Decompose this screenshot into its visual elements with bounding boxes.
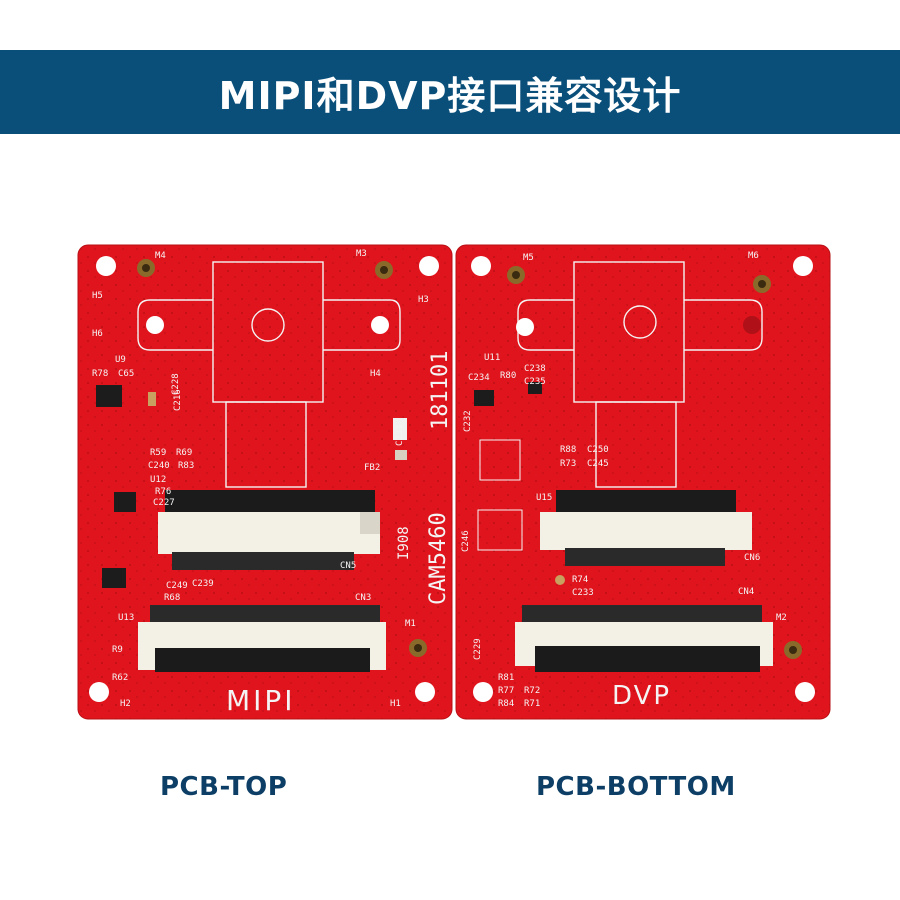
- mounting-holes-bottom: [471, 256, 815, 702]
- silk-label-c240: C240: [148, 461, 170, 471]
- silk-label-h2: H2: [120, 699, 131, 709]
- banner-title: MIPI和DVP接口兼容设计: [218, 73, 682, 118]
- silk-label-h1: H1: [390, 699, 401, 709]
- pcb-top-board: [77, 244, 453, 720]
- camera-footprint-bottom: [517, 261, 763, 488]
- caption-pcb-top: PCB-TOP: [160, 772, 288, 802]
- title-banner: MIPI和DVP接口兼容设计: [0, 50, 900, 134]
- silk-label-r76: R76: [155, 487, 171, 497]
- silk-label-m6: M6: [748, 251, 759, 261]
- silk-label-r62: R62: [112, 673, 128, 683]
- silk-label-c239: R68: [164, 593, 180, 603]
- silk-interface-mipi: MIPI: [226, 684, 296, 717]
- silk-label-c238: C238: [524, 364, 546, 374]
- silk-label-tp3: C239: [192, 579, 214, 589]
- silk-label-r74: R74: [572, 575, 588, 585]
- silk-label-h4: H4: [370, 369, 381, 379]
- silk-label-h6: H6: [92, 329, 103, 339]
- silk-label-fb2: FB2: [364, 463, 380, 473]
- silk-label-r77: R77: [498, 686, 514, 696]
- silk-label-c65: C65: [118, 369, 134, 379]
- silk-label-c250: C250: [587, 445, 609, 455]
- silk-label-m3: M3: [356, 249, 367, 259]
- connector-cn6: [540, 490, 752, 566]
- silk-label-r83: R83: [178, 461, 194, 471]
- silk-label-u9: U9: [115, 355, 126, 365]
- silk-label-r88: R88: [560, 445, 576, 455]
- silk-label-u12: U12: [150, 475, 166, 485]
- connector-cn5: [158, 490, 380, 570]
- caption-pcb-bottom: PCB-BOTTOM: [536, 772, 736, 802]
- mounting-holes: [89, 256, 439, 702]
- silk-label-u13: U13: [118, 613, 134, 623]
- silk-label-m5: M5: [523, 253, 534, 263]
- silk-label-cn4: CN4: [738, 587, 754, 597]
- components-bottom: [474, 382, 565, 585]
- silk-label-m4: M4: [155, 251, 166, 261]
- connector-cn4: [515, 605, 773, 672]
- silk-label-c227: C227: [153, 498, 175, 508]
- silk-label-c245: C245: [587, 459, 609, 469]
- silk-rev-mark: I908: [396, 526, 412, 560]
- silk-label-r81: R81: [498, 673, 514, 683]
- silk-label-r72: R72: [524, 686, 540, 696]
- silk-label-c232: C232: [463, 410, 473, 432]
- silk-label-c216: C216: [173, 389, 183, 411]
- silk-label-cn3: CN3: [355, 593, 371, 603]
- silk-interface-dvp: DVP: [612, 681, 671, 711]
- silk-label-cn6: CN6: [744, 553, 760, 563]
- silk-label-c235: C235: [524, 377, 546, 387]
- silk-date-code: 181101: [428, 351, 453, 430]
- silk-label-c228: C228: [171, 373, 181, 395]
- silk-label-h3: H3: [418, 295, 429, 305]
- silk-label-r78: R78: [92, 369, 108, 379]
- silk-label-c231: C231: [395, 424, 405, 446]
- silk-label-r84: R84: [498, 699, 514, 709]
- silk-label-c229: C229: [473, 638, 483, 660]
- silk-label-m1: M1: [405, 619, 416, 629]
- silk-label-r9: R9: [112, 645, 123, 655]
- silk-label-r71: R71: [524, 699, 540, 709]
- connector-cn3: [138, 605, 386, 672]
- silk-label-r80: R80: [500, 371, 516, 381]
- silk-label-r73: R73: [560, 459, 576, 469]
- components-top: [96, 385, 407, 588]
- camera-footprint: [137, 261, 401, 488]
- silk-label-c234: C234: [468, 373, 490, 383]
- pcb-bottom-board: [455, 244, 831, 720]
- silk-label-c233: C233: [572, 588, 594, 598]
- silk-label-cn5: CN5: [340, 561, 356, 571]
- silk-label-r68: C249: [166, 581, 188, 591]
- silk-label-m2: M2: [776, 613, 787, 623]
- silk-label-u11: U11: [484, 353, 500, 363]
- silk-label-r69: R69: [176, 448, 192, 458]
- silk-label-u15: U15: [536, 493, 552, 503]
- silk-part-number: CAM5460: [426, 512, 451, 605]
- silk-label-r59: R59: [150, 448, 166, 458]
- silk-label-h5: H5: [92, 291, 103, 301]
- silk-label-c246: C246: [461, 530, 471, 552]
